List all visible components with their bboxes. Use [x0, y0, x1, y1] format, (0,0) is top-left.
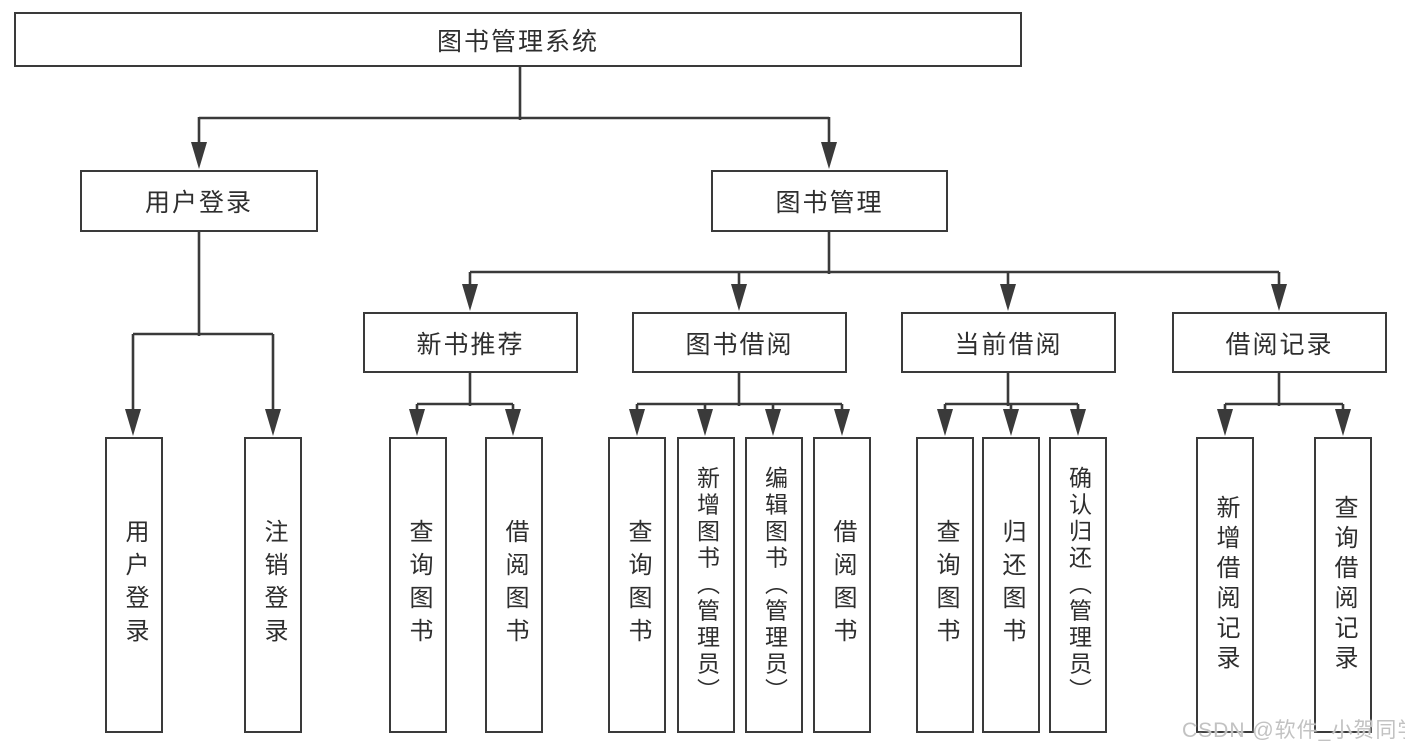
node-label: 借阅记录	[1225, 330, 1334, 359]
leaf-label: 编辑图书（管理员）	[761, 465, 788, 705]
leaf-query-books-recommend: 查询图书	[389, 437, 447, 733]
node-label: 图书管理	[775, 189, 884, 217]
arrow-down-icon	[1335, 409, 1351, 436]
leaf-label: 用户登录	[121, 519, 148, 651]
arrow-down-icon	[697, 409, 713, 436]
leaf-label: 查询图书	[932, 519, 959, 651]
connector-borrowing-to-leaves	[635, 373, 844, 411]
node-label: 新书推荐	[416, 330, 525, 359]
connector-records-to-leaves	[1223, 373, 1345, 411]
leaf-borrow-books-recommend: 借阅图书	[485, 437, 543, 733]
leaf-label: 确认归还（管理员）	[1065, 465, 1092, 705]
arrow-down-icon	[629, 409, 645, 436]
node-new-book-recommendation: 新书推荐	[363, 312, 578, 373]
leaf-query-books-current: 查询图书	[916, 437, 974, 733]
leaf-label: 注销登录	[260, 519, 287, 651]
leaf-label: 查询图书	[405, 519, 432, 651]
arrow-down-icon	[191, 142, 207, 169]
leaf-logout: 注销登录	[244, 437, 302, 733]
arrow-down-icon	[125, 409, 141, 436]
connector-currentborrow-to-leaves	[943, 373, 1080, 411]
node-label: 当前借阅	[954, 330, 1063, 359]
node-current-borrowing: 当前借阅	[901, 312, 1116, 373]
leaf-add-books-admin: 新增图书（管理员）	[677, 437, 735, 733]
leaf-confirm-return-admin: 确认归还（管理员）	[1049, 437, 1107, 733]
leaf-return-books: 归还图书	[982, 437, 1040, 733]
arrow-down-icon	[265, 409, 281, 436]
arrow-down-icon	[409, 409, 425, 436]
arrow-down-icon	[1271, 284, 1287, 311]
node-label: 图书借阅	[685, 330, 794, 359]
node-book-borrowing: 图书借阅	[632, 312, 847, 373]
arrow-down-icon	[731, 284, 747, 311]
arrow-down-icon	[1070, 409, 1086, 436]
connector-bookmgmt-to-level3	[468, 232, 1281, 286]
leaf-query-borrow-record: 查询借阅记录	[1314, 437, 1372, 733]
node-label: 图书管理系统	[436, 27, 599, 56]
arrow-down-icon	[834, 409, 850, 436]
arrow-down-icon	[462, 284, 478, 311]
arrowhead-icons	[125, 142, 1351, 436]
node-user-login: 用户登录	[80, 170, 318, 232]
node-borrowing-records: 借阅记录	[1172, 312, 1387, 373]
leaf-edit-books-admin: 编辑图书（管理员）	[745, 437, 803, 733]
leaf-label: 查询图书	[624, 519, 651, 651]
csdn-watermark: CSDN @软件_小贺同学	[1182, 719, 1405, 742]
arrow-down-icon	[1000, 284, 1016, 311]
leaf-label: 查询借阅记录	[1330, 495, 1357, 675]
leaf-borrow-books: 借阅图书	[813, 437, 871, 733]
arrow-down-icon	[505, 409, 521, 436]
arrow-down-icon	[1003, 409, 1019, 436]
leaf-label: 新增借阅记录	[1212, 495, 1239, 675]
connector-newbook-to-leaves	[415, 373, 515, 411]
leaf-user-login: 用户登录	[105, 437, 163, 733]
leaf-label: 归还图书	[998, 519, 1025, 651]
arrow-down-icon	[821, 142, 837, 169]
connector-userlogin-to-leaves	[131, 232, 275, 411]
leaf-label: 借阅图书	[829, 519, 856, 651]
arrow-down-icon	[937, 409, 953, 436]
leaf-query-books-borrowing: 查询图书	[608, 437, 666, 733]
node-book-management: 图书管理	[711, 170, 948, 232]
leaf-label: 借阅图书	[501, 519, 528, 651]
arrow-down-icon	[765, 409, 781, 436]
arrow-down-icon	[1217, 409, 1233, 436]
node-root-library-management-system: 图书管理系统	[14, 12, 1022, 67]
leaf-label: 新增图书（管理员）	[693, 465, 720, 705]
node-label: 用户登录	[144, 189, 253, 217]
connector-root-to-level2	[197, 67, 831, 144]
leaf-add-borrow-record: 新增借阅记录	[1196, 437, 1254, 733]
